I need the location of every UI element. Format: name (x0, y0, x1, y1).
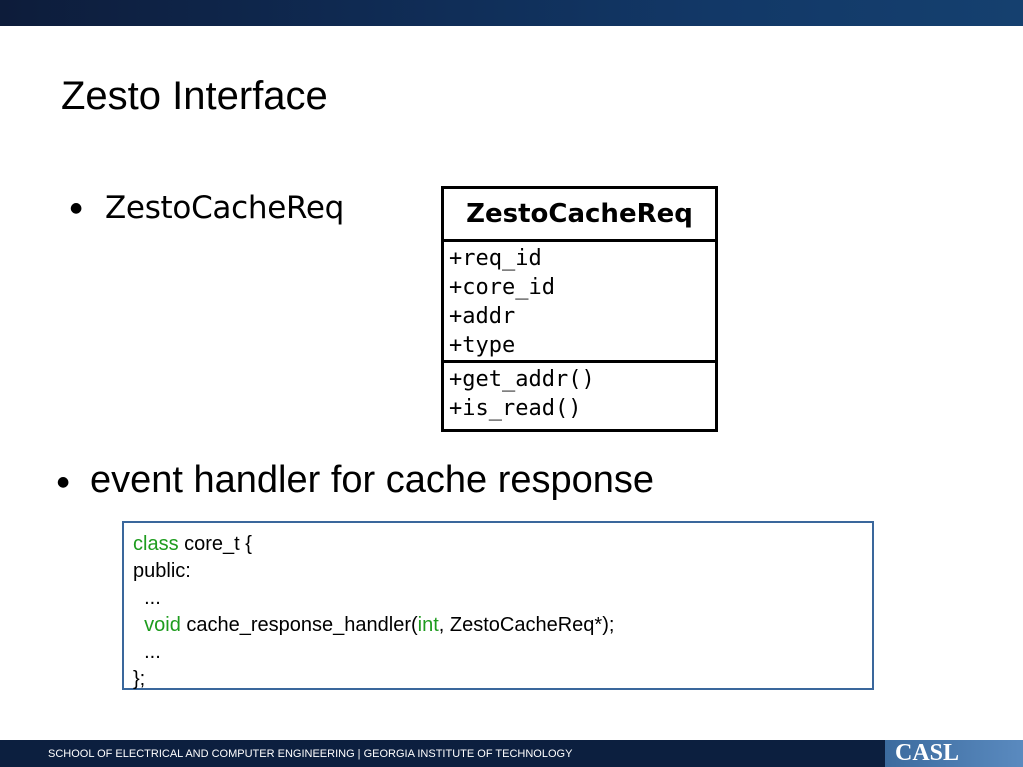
uml-attribute: +core_id (449, 275, 555, 300)
footer-text: SCHOOL OF ELECTRICAL AND COMPUTER ENGINE… (48, 748, 573, 760)
uml-class-diagram: ZestoCacheReq +req_id +core_id +addr +ty… (441, 186, 718, 432)
bullet-dot-icon: ● (70, 200, 83, 216)
code-line: }; (133, 668, 146, 690)
footer-bar: SCHOOL OF ELECTRICAL AND COMPUTER ENGINE… (0, 740, 1023, 767)
code-line: ... (133, 641, 161, 663)
code-text: cache_response_handler( (180, 614, 418, 636)
uml-operation: +is_read() (449, 396, 582, 421)
code-line: class core_t { (133, 531, 863, 558)
code-keyword: class (133, 533, 179, 555)
bullet-text: ZestoCacheReq (105, 190, 344, 226)
code-block: class core_t { public: ... void cache_re… (122, 521, 874, 690)
code-line: ... (133, 587, 161, 609)
slide-title: Zesto Interface (61, 74, 328, 118)
top-banner (0, 0, 1023, 26)
uml-attribute: +type (449, 333, 516, 358)
code-keyword: int (417, 614, 439, 636)
bullet-dot-icon: ● (57, 474, 70, 490)
code-indent (133, 614, 144, 636)
code-keyword: void (144, 614, 181, 636)
code-line: public: (133, 560, 191, 582)
code-text: , ZestoCacheReq*); (438, 614, 615, 636)
bullet-text: event handler for cache response (90, 459, 655, 501)
casl-logo: CASL (885, 740, 1023, 767)
code-text: core_t { (178, 533, 252, 555)
uml-class-name: ZestoCacheReq (444, 189, 715, 242)
uml-attributes: +req_id +core_id +addr +type (444, 242, 715, 363)
uml-operation: +get_addr() (449, 367, 595, 392)
logo-text: CASL (895, 740, 960, 766)
code-line: void cache_response_handler(int, ZestoCa… (133, 612, 863, 639)
uml-attribute: +req_id (449, 246, 542, 271)
uml-attribute: +addr (449, 304, 516, 329)
uml-operations: +get_addr() +is_read() (444, 363, 715, 423)
